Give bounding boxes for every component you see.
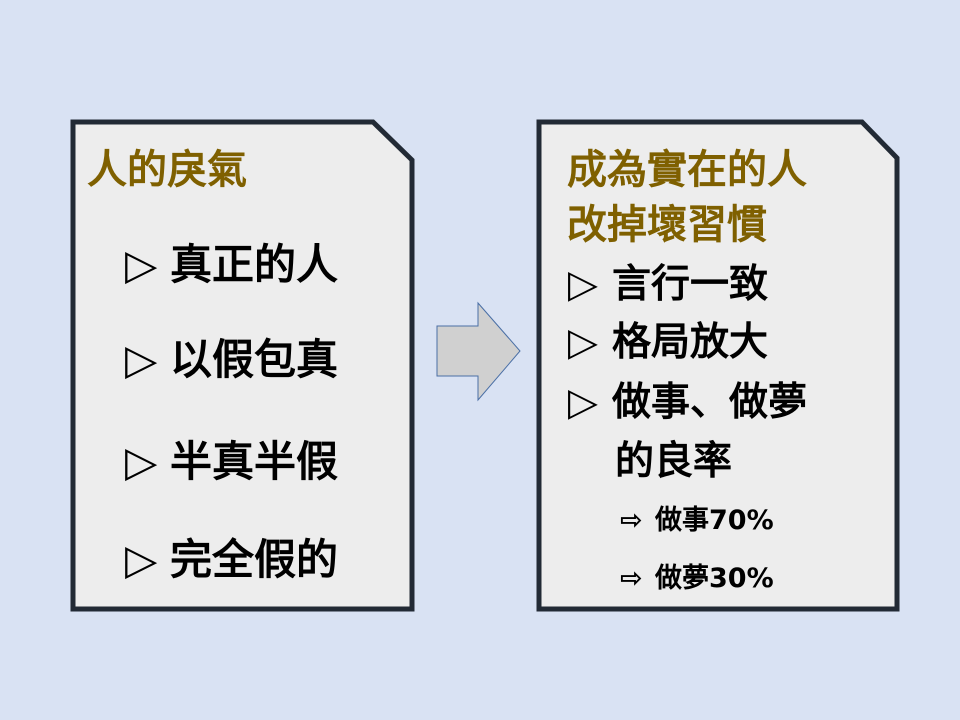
sub-item-2: 做夢30% [655, 563, 774, 594]
right-bullet-marker: ▷ [568, 380, 598, 425]
right-box [536, 119, 900, 612]
right-bullet-marker: ▷ [568, 320, 598, 365]
right-arrow-icon [436, 301, 521, 402]
right-item-3-continuation: 的良率 [615, 439, 733, 484]
left-box [70, 119, 415, 612]
right-item-1: 言行一致 [612, 262, 769, 307]
sub-arrow-icon: ⇨ [620, 563, 643, 594]
right-title-line2: 改掉壞習慣 [567, 202, 767, 248]
right-item-2: 格局放大 [612, 320, 769, 365]
right-item-3: 做事、做夢 [612, 380, 808, 425]
left-bullet-marker: ▷ [125, 535, 158, 584]
left-item-3: 半真半假 [170, 437, 339, 486]
left-bullet-marker: ▷ [125, 437, 158, 486]
left-bullet-marker: ▷ [125, 335, 158, 384]
right-title-line1: 成為實在的人 [567, 147, 807, 193]
left-item-2: 以假包真 [170, 335, 339, 384]
sub-item-1: 做事70% [655, 505, 774, 536]
sub-arrow-icon: ⇨ [620, 505, 643, 536]
right-bullet-marker: ▷ [568, 262, 598, 307]
left-item-1: 真正的人 [170, 240, 339, 289]
left-bullet-marker: ▷ [125, 240, 158, 289]
left-title: 人的戾氣 [87, 147, 247, 193]
left-item-4: 完全假的 [170, 535, 339, 584]
